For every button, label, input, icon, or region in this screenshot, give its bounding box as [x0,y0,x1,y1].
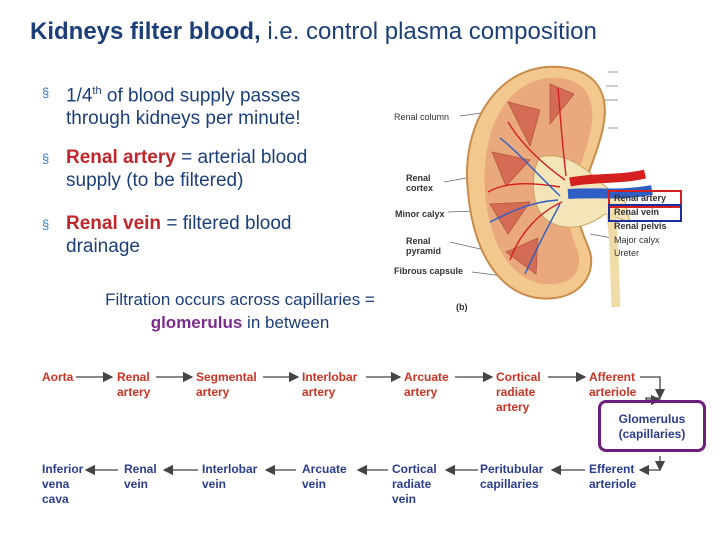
renal-vein-highlight [608,204,682,222]
glomerulus-label: Glomerulus (capillaries) [618,412,686,441]
label-fibrous-capsule: Fibrous capsule [394,266,464,276]
label-panel-b: (b) [456,302,468,312]
label-major-calyx: Major calyx [614,235,660,245]
glomerulus-box: Glomerulus (capillaries) [598,400,706,452]
flow-afferent-arteriole: Afferent arteriole [589,370,637,399]
flow-inferior-vena-cava: Inferior vena cava [42,462,84,506]
bullet1-sup: th [92,85,102,97]
label-renal-vein: Renal vein [614,207,660,217]
title-bold: Kidneys filter blood, [30,18,261,45]
bullet3-bold: Renal vein [66,213,162,234]
title-rest: i.e. control plasma composition [260,18,597,45]
flow-aorta: Aorta [42,370,74,384]
flow-arrows [76,371,666,476]
flow-renal-vein: Renal vein [124,462,157,491]
bullet1-rest: of blood supply passes through kidneys p… [66,85,301,130]
label-renal-pelvis: Renal pelvis [614,221,667,231]
bullet-marker: § [42,85,50,100]
flow-cortical-radiate-vein: Cortical radiate vein [392,462,437,506]
bullet-marker: § [42,217,50,232]
label-minor-calyx: Minor calyx [395,209,445,219]
label-renal-pyramid: Renal pyramid [406,236,442,256]
label-renal-column: Renal column [394,112,450,122]
filtration-line1: Filtration occurs across capillaries = [105,290,375,309]
slide-title: Kidneys filter blood, i.e. control plasm… [30,18,597,46]
flow-arcuate-artery: Arcuate artery [404,370,449,399]
flow-peritubular-capillaries: Peritubular capillaries [480,462,544,491]
bullet-renal-artery: § Renal artery = arterial blood supply (… [42,146,362,192]
bullet-renal-vein: § Renal vein = filtered blood drainage [42,212,362,258]
flow-efferent-arteriole: Efferent arteriole [589,462,637,491]
label-renal-cortex: Renal cortex [406,173,434,193]
filtration-rest: in between [242,313,330,332]
filtration-note: Filtration occurs across capillaries = g… [60,288,420,334]
bullet2-bold: Renal artery [66,147,176,168]
flow-interlobar-vein: Interlobar vein [202,462,258,491]
kidney-illustration [443,65,653,308]
bullet-marker: § [42,151,50,166]
flow-cortical-radiate-artery: Cortical radiate artery [496,370,541,414]
flow-segmental-artery: Segmental artery [196,370,257,399]
flow-interlobar-artery: Interlobar artery [302,370,358,399]
bullet2-rest: = arterial blood supply (to be filtered) [66,147,308,191]
flow-arcuate-vein: Arcuate vein [302,462,347,491]
renal-artery-highlight [608,190,682,208]
label-renal-artery: Renal artery [614,193,667,203]
bullet3-rest: = filtered blood drainage [66,213,292,257]
bullet-blood-supply: § 1/4th of blood supply passes through k… [42,80,362,130]
label-ureter: Ureter [614,248,640,258]
filtration-bold: glomerulus [150,313,243,332]
flow-renal-artery: Renal artery [117,370,151,399]
bullet1-main: 1/4 [66,85,93,107]
